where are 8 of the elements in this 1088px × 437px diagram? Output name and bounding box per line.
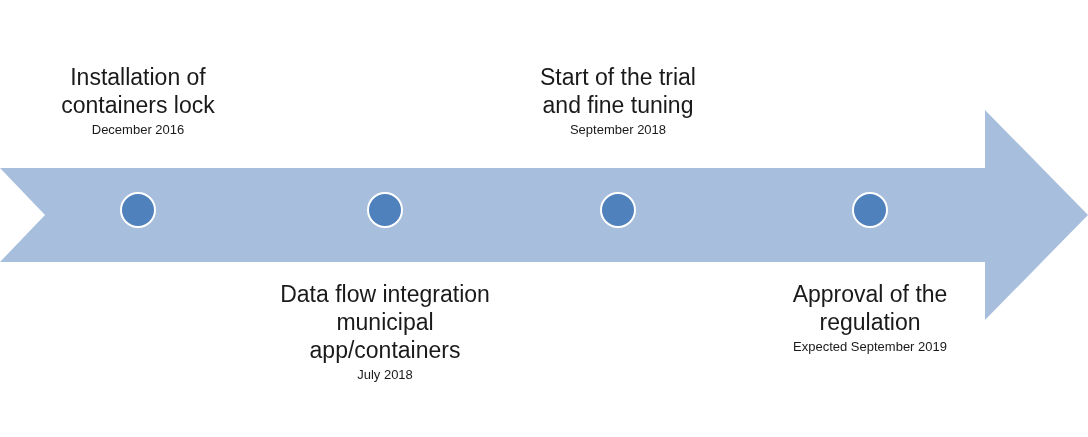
milestone-title: Approval of the regulation (791, 280, 949, 336)
milestone-title: Installation of containers lock (60, 63, 216, 119)
milestone-date: Expected September 2019 (793, 338, 947, 355)
milestone-date: December 2016 (91, 121, 185, 138)
milestone-date: September 2018 (569, 121, 667, 138)
milestone-title: Start of the trial and fine tuning (539, 63, 697, 119)
milestone-title: Data flow integration municipal app/containers (280, 280, 490, 364)
milestone-date: July 2018 (357, 366, 413, 383)
